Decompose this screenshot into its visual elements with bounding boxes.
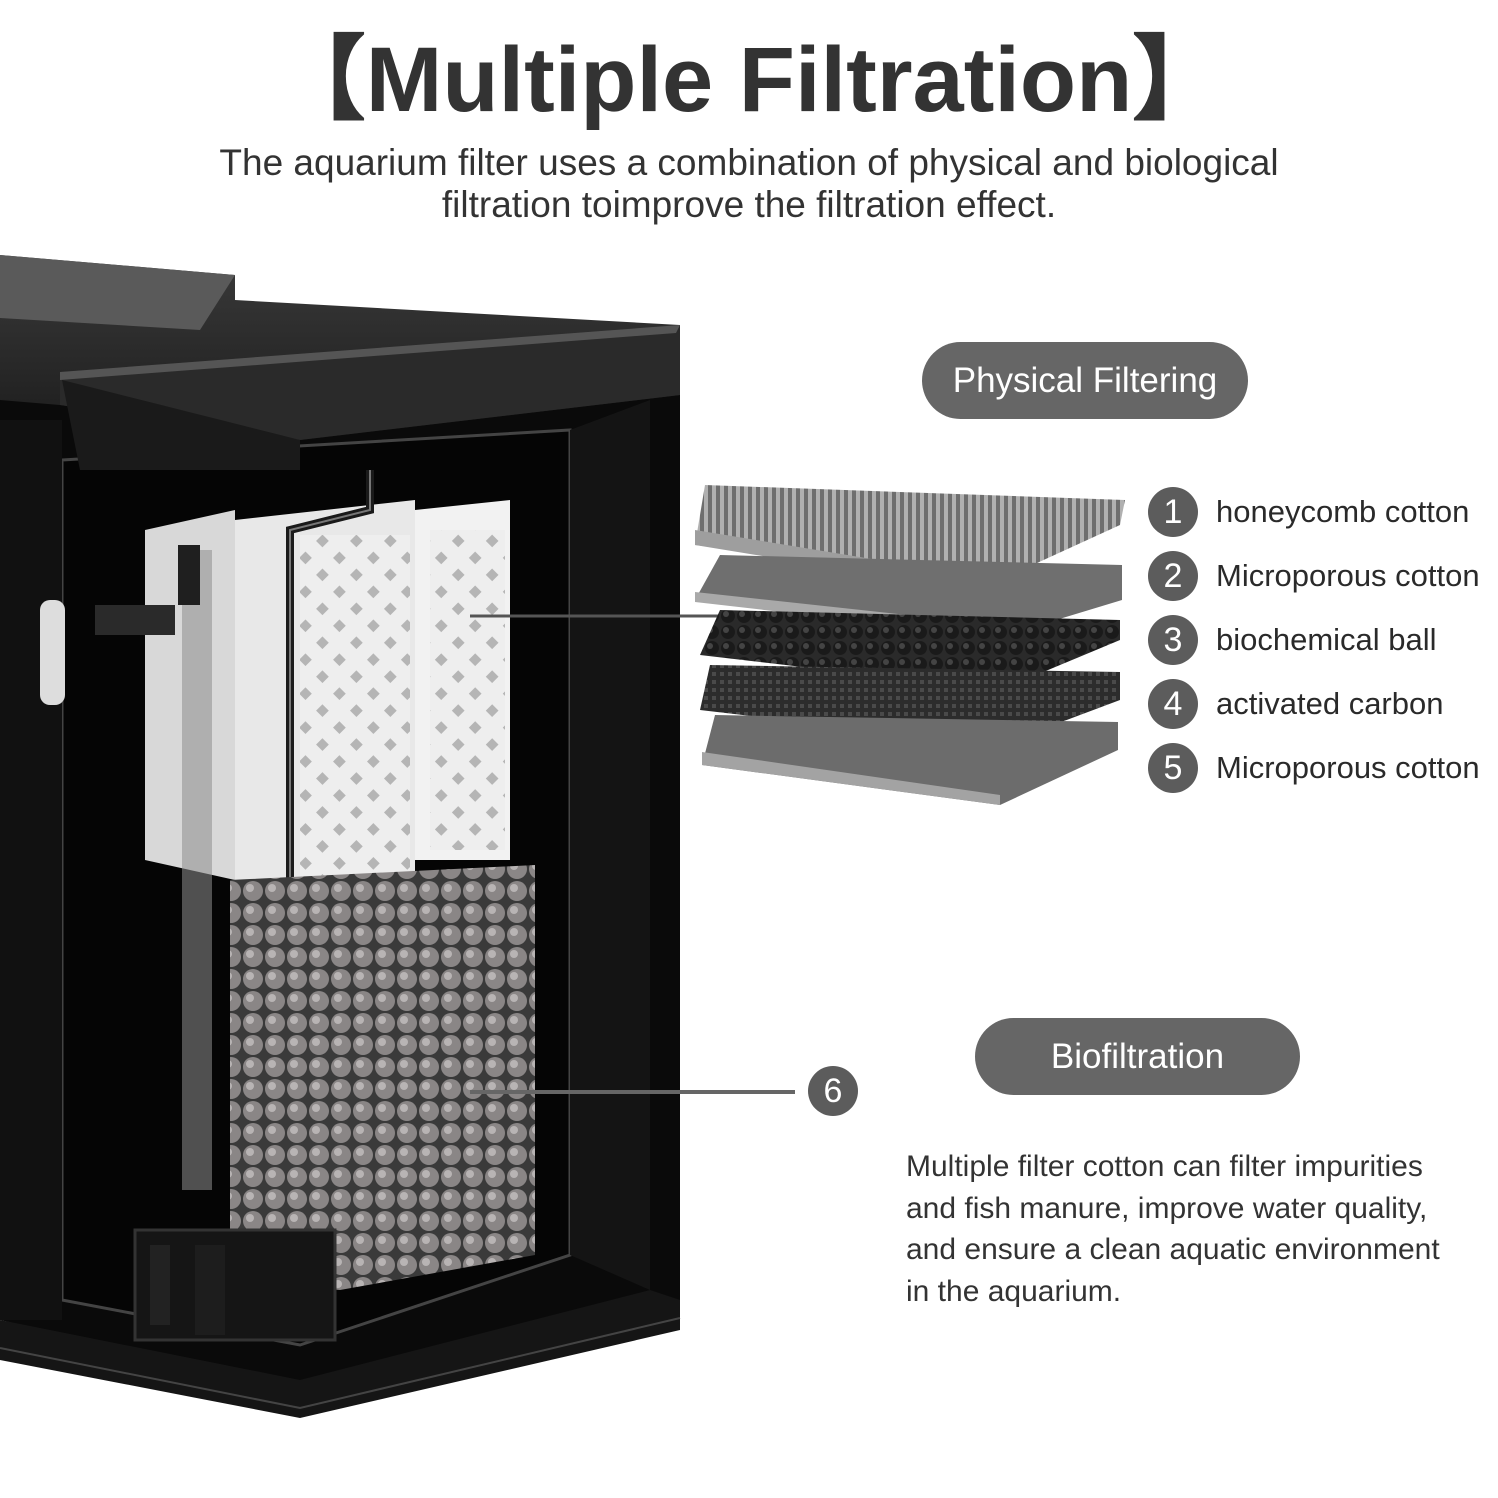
description-line: and fish manure, improve water quality,	[906, 1191, 1428, 1225]
description-line: in the aquarium.	[906, 1274, 1122, 1308]
biofiltration-description: Multiple filter cotton can filter impuri…	[906, 1146, 1498, 1312]
legend-item: 4 activated carbon	[1148, 672, 1480, 736]
legend-label: activated carbon	[1216, 686, 1444, 721]
number-badge: 2	[1148, 551, 1198, 601]
bio-callout-badge: 6	[808, 1066, 858, 1116]
number-badge: 4	[1148, 679, 1198, 729]
number-badge: 1	[1148, 487, 1198, 537]
physical-filtering-label: Physical Filtering	[922, 342, 1248, 419]
page-title: 【Multiple Filtration】	[273, 29, 1225, 131]
subtitle-line-2: filtration toimprove the filtration effe…	[441, 184, 1057, 225]
legend-item: 3 biochemical ball	[1148, 608, 1480, 672]
legend-item: 1 honeycomb cotton	[1148, 480, 1480, 544]
filter-layers-legend: 1 honeycomb cotton 2 Microporous cotton …	[1148, 480, 1480, 800]
legend-label: biochemical ball	[1216, 622, 1437, 657]
subtitle-line-1: The aquarium filter uses a combination o…	[219, 142, 1279, 183]
legend-label: Microporous cotton	[1216, 750, 1480, 785]
legend-label: honeycomb cotton	[1216, 494, 1470, 529]
number-badge: 3	[1148, 615, 1198, 665]
page-subtitle: The aquarium filter uses a combination o…	[0, 142, 1498, 226]
biofiltration-label: Biofiltration	[975, 1018, 1300, 1095]
legend-item: 2 Microporous cotton	[1148, 544, 1480, 608]
legend-label: Microporous cotton	[1216, 558, 1480, 593]
number-badge: 5	[1148, 743, 1198, 793]
description-line: Multiple filter cotton can filter impuri…	[906, 1150, 1423, 1183]
description-line: and ensure a clean aquatic environment	[906, 1233, 1440, 1266]
legend-item: 5 Microporous cotton	[1148, 736, 1480, 800]
filter-layer-stack	[695, 485, 1125, 805]
